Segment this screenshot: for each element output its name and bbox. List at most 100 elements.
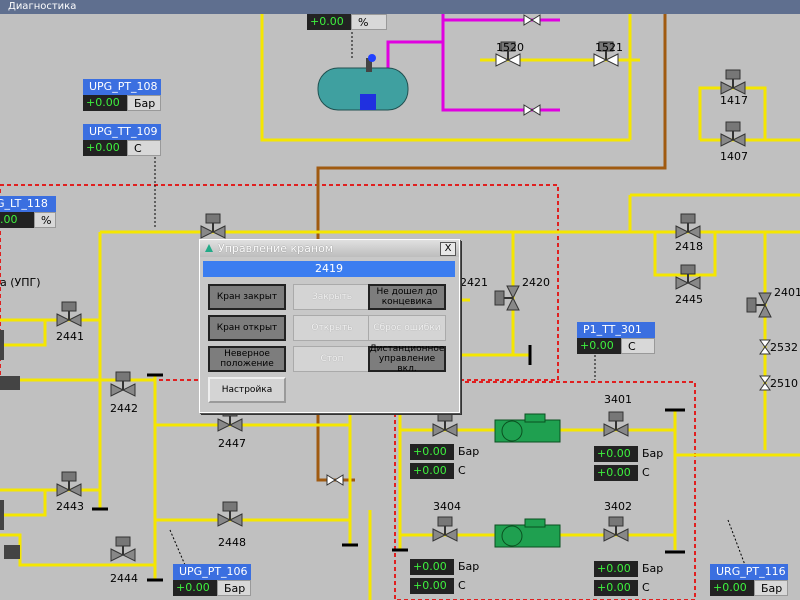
- zone-pump-boundary: [394, 381, 696, 600]
- tag-name: UPG_TT_109: [83, 124, 161, 140]
- value-3404-temp[interactable]: +0.00 C: [410, 578, 466, 594]
- tag-unit: %: [34, 212, 56, 228]
- valve-2444-icon[interactable]: [110, 536, 136, 562]
- tag-unit: C: [127, 140, 161, 156]
- tag-unit: C: [621, 338, 655, 354]
- top-level-tag[interactable]: +0.00%: [307, 14, 387, 30]
- unit: Бар: [642, 562, 664, 575]
- valve-label-2448: 2448: [218, 536, 246, 549]
- valve-label-2444: 2444: [110, 572, 138, 585]
- valve-label-3404: 3404: [433, 500, 461, 513]
- pump-3404[interactable]: [494, 518, 561, 548]
- value: +0.00: [410, 559, 454, 575]
- valve-3401a-icon[interactable]: [432, 411, 458, 437]
- value: +0.00: [594, 446, 638, 462]
- tag-value: +0.00: [173, 580, 217, 596]
- valve-2420-icon[interactable]: [494, 285, 520, 311]
- valve-2441-icon[interactable]: [56, 301, 82, 327]
- valve-label-2418: 2418: [675, 240, 703, 253]
- value: +0.00: [410, 444, 454, 460]
- unit: Бар: [458, 560, 480, 573]
- valve-2532-icon[interactable]: [759, 339, 771, 355]
- valve-label-2420: 2420: [522, 276, 550, 289]
- value-3402-pressure[interactable]: +0.00 Бар: [594, 561, 663, 577]
- valve-3404-icon[interactable]: [432, 516, 458, 542]
- valve-icon-brown[interactable]: [326, 474, 344, 486]
- valve-icon-top2[interactable]: [523, 104, 541, 116]
- reset-error-button[interactable]: Сброс ошибки: [368, 315, 446, 341]
- valve-2401-icon[interactable]: [746, 292, 772, 318]
- storage-tank[interactable]: [317, 54, 409, 111]
- value-3401-pressure[interactable]: +0.00 Бар: [594, 446, 663, 462]
- tag-leader-lines: [154, 32, 746, 566]
- valve-2419-icon[interactable]: [200, 213, 226, 239]
- value: +0.00: [594, 465, 638, 481]
- valve-control-dialog: Управление краном X 2419 Кран закрыт Зак…: [199, 239, 460, 413]
- value-3401a-pressure[interactable]: +0.00 Бар: [410, 444, 479, 460]
- tag-name: URG_PT_116: [710, 564, 788, 580]
- tag-unit: Бар: [217, 580, 251, 596]
- valve-label-1417: 1417: [720, 94, 748, 107]
- tag-name: G_LT_118: [0, 196, 56, 212]
- tag-value: +0.00: [710, 580, 754, 596]
- valve-label-3401: 3401: [604, 393, 632, 406]
- valve-id-header: 2419: [203, 261, 455, 277]
- value-3401-temp[interactable]: +0.00 C: [594, 465, 650, 481]
- wrong-position-indicator: Неверное положение: [208, 346, 286, 372]
- close-button[interactable]: X: [440, 242, 456, 256]
- dialog-titlebar[interactable]: Управление краном X: [200, 240, 459, 257]
- window-title: Диагностика: [0, 0, 800, 14]
- setup-button[interactable]: Настройка: [208, 377, 286, 403]
- valve-label-1407: 1407: [720, 150, 748, 163]
- valve-2448-icon[interactable]: [217, 501, 243, 527]
- tag-unit: Бар: [127, 95, 161, 111]
- valve-2443-icon[interactable]: [56, 471, 82, 497]
- valve-2445-icon[interactable]: [675, 264, 701, 290]
- valve-label-2510: 2510: [770, 377, 798, 390]
- tag-value: +0.00: [577, 338, 621, 354]
- unit: C: [458, 579, 466, 592]
- valve-label-2441: 2441: [56, 330, 84, 343]
- valve-label-3402: 3402: [604, 500, 632, 513]
- valve-label-2421: 2421: [460, 276, 488, 289]
- close-valve-button[interactable]: Закрыть: [293, 284, 371, 310]
- unit: C: [458, 464, 466, 477]
- tag-name: UPG_PT_106: [173, 564, 251, 580]
- value: +0.00: [594, 561, 638, 577]
- valve-2442-icon[interactable]: [110, 371, 136, 397]
- valve-3402-icon[interactable]: [603, 516, 629, 542]
- tag-unit: Бар: [754, 580, 788, 596]
- valve-2418-icon[interactable]: [675, 213, 701, 239]
- tag-lt-118[interactable]: G_LT_118 0.00%: [0, 196, 56, 228]
- value-3404-pressure[interactable]: +0.00 Бар: [410, 559, 479, 575]
- app-icon: [205, 244, 213, 252]
- unit: Бар: [458, 445, 480, 458]
- unit: Бар: [642, 447, 664, 460]
- valve-2510-icon[interactable]: [759, 375, 771, 391]
- unit: C: [642, 581, 650, 594]
- unit: C: [642, 466, 650, 479]
- valve-label-2445: 2445: [675, 293, 703, 306]
- stop-button[interactable]: Стоп: [293, 346, 371, 372]
- valve-3401-icon[interactable]: [603, 411, 629, 437]
- tag-value: 0.00: [0, 212, 34, 228]
- valve-icon-top1[interactable]: [523, 14, 541, 26]
- tag-name: UPG_PT_108: [83, 79, 161, 95]
- remote-control-indicator: Дистанционное управление вкл.: [368, 344, 446, 374]
- dialog-title: Управление краном: [218, 242, 334, 255]
- valve-label-2447: 2447: [218, 437, 246, 450]
- pump-3401[interactable]: [494, 413, 561, 443]
- value: +0.00: [410, 578, 454, 594]
- valve-1407-icon[interactable]: [720, 121, 746, 147]
- not-reached-limit-indicator: Не дошел до концевика: [368, 284, 446, 310]
- valve-1417-icon[interactable]: [720, 69, 746, 95]
- tag-unit: %: [351, 14, 387, 30]
- open-valve-button[interactable]: Открыть: [293, 315, 371, 341]
